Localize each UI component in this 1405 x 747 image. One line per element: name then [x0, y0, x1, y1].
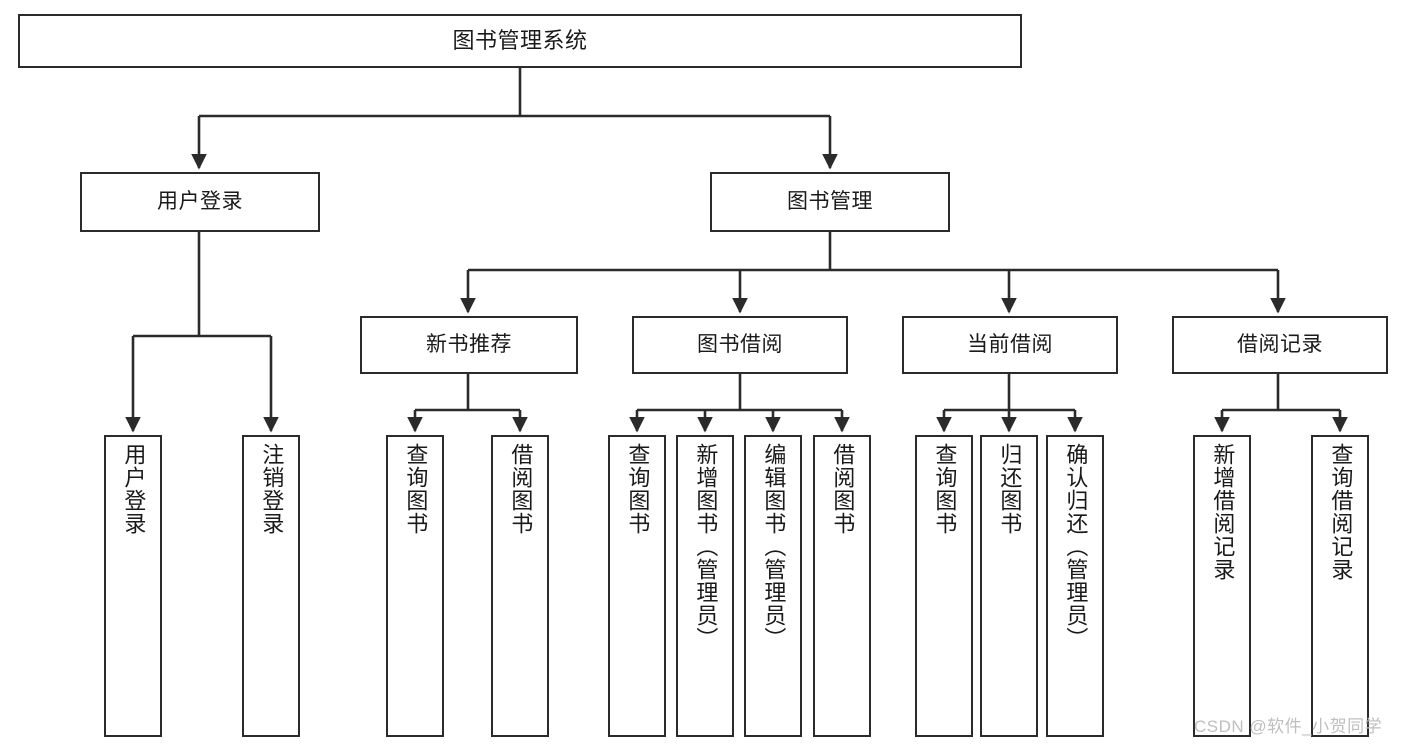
node-root-label: 图书管理系统 [452, 28, 588, 54]
node-leaf-confirm-return-label: 确认归还（管理员） [1063, 443, 1089, 650]
node-current-borrow[interactable]: 当前借阅 [902, 316, 1118, 374]
node-new-book-rec[interactable]: 新书推荐 [360, 316, 578, 374]
node-book-borrow-label: 图书借阅 [697, 332, 783, 356]
node-current-borrow-label: 当前借阅 [967, 332, 1053, 356]
node-leaf-return-book[interactable]: 归还图书 [980, 435, 1038, 737]
node-leaf-query-record-label: 查询借阅记录 [1328, 443, 1354, 581]
node-leaf-query-record[interactable]: 查询借阅记录 [1311, 435, 1369, 737]
node-user-login[interactable]: 用户登录 [80, 172, 320, 232]
node-leaf-logout-label: 注销登录 [259, 443, 285, 535]
node-leaf-borrow-book-1-label: 借阅图书 [508, 443, 534, 535]
node-leaf-borrow-book-1[interactable]: 借阅图书 [491, 435, 549, 737]
node-leaf-query-book-1[interactable]: 查询图书 [386, 435, 444, 737]
node-leaf-user-login[interactable]: 用户登录 [104, 435, 162, 737]
node-leaf-add-book[interactable]: 新增图书（管理员） [676, 435, 734, 737]
node-leaf-logout[interactable]: 注销登录 [242, 435, 300, 737]
node-leaf-add-record[interactable]: 新增借阅记录 [1193, 435, 1251, 737]
node-book-manage[interactable]: 图书管理 [710, 172, 950, 232]
node-leaf-edit-book[interactable]: 编辑图书（管理员） [744, 435, 802, 737]
node-root[interactable]: 图书管理系统 [18, 14, 1022, 68]
node-leaf-borrow-book-2[interactable]: 借阅图书 [813, 435, 871, 737]
node-leaf-user-login-label: 用户登录 [121, 443, 147, 535]
node-new-book-rec-label: 新书推荐 [426, 332, 512, 356]
node-leaf-confirm-return[interactable]: 确认归还（管理员） [1046, 435, 1104, 737]
node-leaf-query-book-1-label: 查询图书 [403, 443, 429, 535]
node-borrow-record[interactable]: 借阅记录 [1172, 316, 1388, 374]
node-book-manage-label: 图书管理 [787, 189, 873, 213]
node-leaf-query-book-3-label: 查询图书 [932, 443, 958, 535]
node-borrow-record-label: 借阅记录 [1237, 332, 1323, 356]
node-leaf-query-book-3[interactable]: 查询图书 [915, 435, 973, 737]
node-leaf-return-book-label: 归还图书 [997, 443, 1023, 535]
node-leaf-add-book-label: 新增图书（管理员） [693, 443, 719, 650]
node-leaf-add-record-label: 新增借阅记录 [1210, 443, 1236, 581]
node-leaf-query-book-2-label: 查询图书 [625, 443, 651, 535]
node-leaf-query-book-2[interactable]: 查询图书 [608, 435, 666, 737]
node-leaf-edit-book-label: 编辑图书（管理员） [761, 443, 787, 650]
node-book-borrow[interactable]: 图书借阅 [632, 316, 848, 374]
node-user-login-label: 用户登录 [157, 189, 243, 213]
node-leaf-borrow-book-2-label: 借阅图书 [830, 443, 856, 535]
watermark-text: CSDN @软件_小贺同学 [1194, 717, 1383, 736]
